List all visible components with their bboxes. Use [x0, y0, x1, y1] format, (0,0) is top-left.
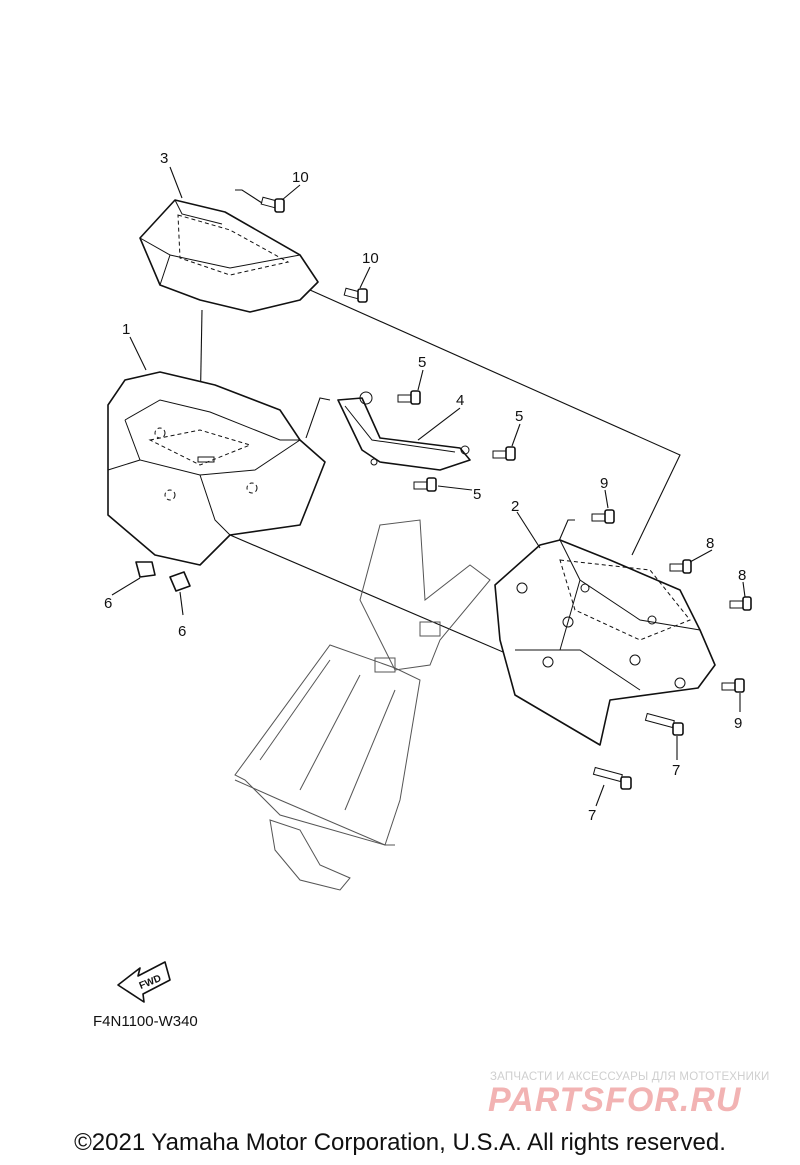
bolt-7-upper: [644, 712, 684, 736]
callout-leaders: [111, 166, 746, 807]
bolt-9-upper: [591, 509, 615, 524]
meter-cover-part-3: [139, 199, 319, 313]
callout-5-middle: 5: [515, 408, 523, 425]
callout-9-upper: 9: [600, 475, 608, 492]
callout-6-right: 6: [178, 623, 186, 640]
watermark-tagline: ЗАПЧАСТИ И АКСЕССУАРЫ ДЛЯ МОТОТЕХНИКИ: [490, 1071, 770, 1083]
callout-1: 1: [122, 321, 130, 338]
callout-5-lower: 5: [473, 486, 481, 503]
callout-labels: 3 10 10 1 5 4 5 5 2 9 8 8 9 6 6 7 7: [104, 150, 746, 824]
bolt-7-lower: [592, 766, 632, 790]
handle-lower-cover-part-2: [494, 539, 716, 746]
callout-5-upper: 5: [418, 354, 426, 371]
handlebar-frame: [234, 519, 491, 891]
copyright-footer: ©2021 Yamaha Motor Corporation, U.S.A. A…: [74, 1129, 726, 1156]
callout-2: 2: [511, 498, 519, 515]
drawing-code: F4N1100-W340: [93, 1013, 198, 1030]
callout-7-lower: 7: [588, 807, 596, 824]
watermark-brand: PARTSFOR.RU: [488, 1081, 742, 1119]
callout-10-lower: 10: [362, 250, 379, 267]
bolt-8-lower: [729, 596, 752, 611]
bolt-5-b: [492, 446, 516, 461]
callout-8-lower: 8: [738, 567, 746, 584]
nut-6-left: [135, 561, 156, 578]
bolt-5-a: [397, 390, 421, 405]
bolt-8-upper: [669, 559, 692, 574]
bolt-9-lower: [721, 678, 745, 693]
fwd-arrow-icon: FWD: [117, 961, 171, 1003]
callout-10-upper: 10: [292, 169, 309, 186]
bolt-5-c: [413, 477, 437, 492]
meter-bracket-part-4: [337, 391, 471, 471]
callout-6-left: 6: [104, 595, 112, 612]
callout-7-upper: 7: [672, 762, 680, 779]
callout-3: 3: [160, 150, 168, 167]
nut-6-right: [169, 571, 191, 592]
callout-4: 4: [456, 392, 464, 409]
bolts: [135, 196, 752, 790]
callout-8-upper: 8: [706, 535, 714, 552]
bolt-10-upper: [260, 196, 285, 213]
handle-cover-part-1: [107, 371, 326, 566]
callout-9-lower: 9: [734, 715, 742, 732]
bolt-10-lower: [343, 287, 368, 303]
